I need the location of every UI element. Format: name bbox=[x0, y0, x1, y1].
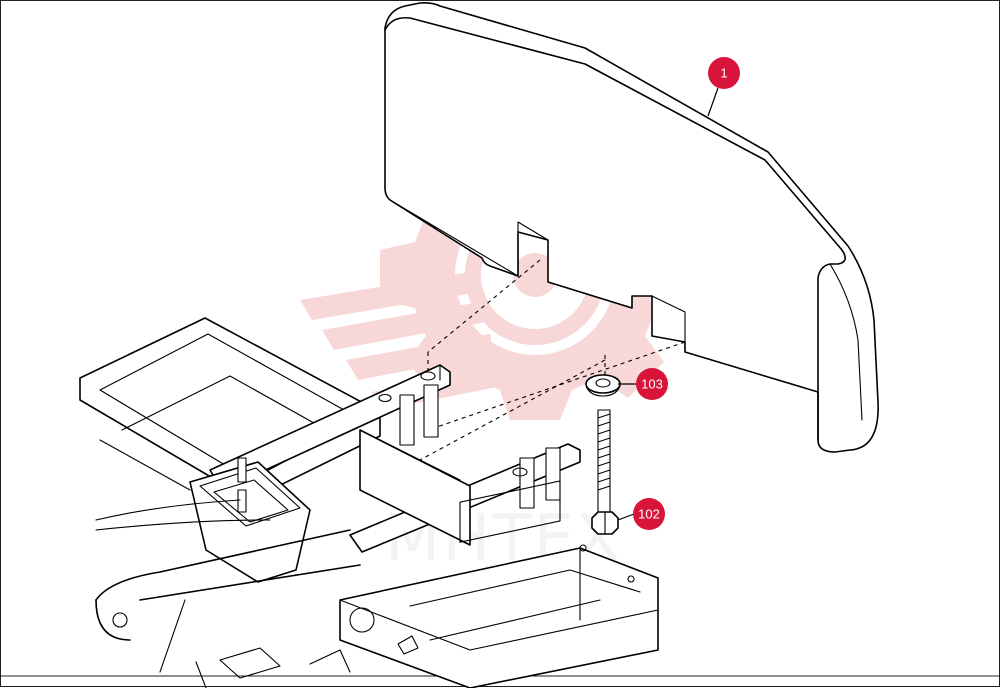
callout-103[interactable]: 103 bbox=[636, 368, 668, 400]
callout-102-label: 102 bbox=[638, 507, 660, 522]
callout-103-label: 103 bbox=[641, 377, 663, 392]
callout-1-label: 1 bbox=[720, 66, 727, 81]
washer-part-103 bbox=[585, 374, 621, 397]
chassis-frame bbox=[79, 317, 659, 688]
callout-leaders bbox=[617, 87, 719, 521]
support-posts bbox=[399, 384, 561, 509]
callout-102[interactable]: 102 bbox=[633, 498, 665, 530]
bolt-part-102 bbox=[591, 409, 619, 535]
counterweight-part-1 bbox=[384, 2, 879, 453]
alignment-lines bbox=[419, 259, 686, 461]
callout-1[interactable]: 1 bbox=[708, 57, 740, 89]
gear-center bbox=[513, 253, 557, 297]
